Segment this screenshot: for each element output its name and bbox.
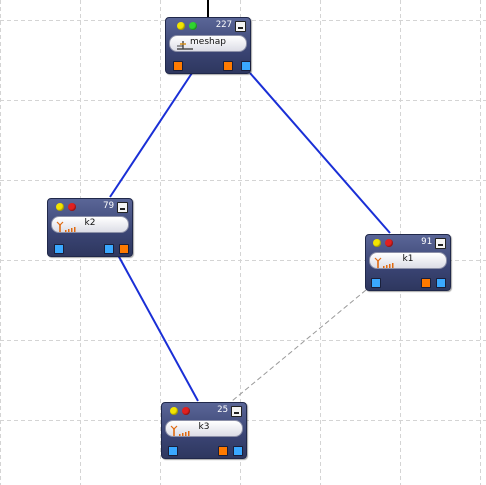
- minimize-icon[interactable]: [235, 21, 246, 32]
- port-icon[interactable]: [233, 446, 243, 456]
- status-led-icon: [373, 239, 381, 247]
- node-label-pill[interactable]: k1: [369, 252, 447, 269]
- link-meshap-k1[interactable]: [249, 72, 391, 234]
- port-icon[interactable]: [104, 244, 114, 254]
- minimize-icon[interactable]: [231, 406, 242, 417]
- status-led-icon: [177, 22, 185, 30]
- status-led-icon: [182, 407, 190, 415]
- node-count: 25: [217, 405, 228, 415]
- link-meshap-k2[interactable]: [109, 72, 193, 198]
- status-led-icon: [170, 407, 178, 415]
- node-name: meshap: [190, 37, 226, 47]
- port-icon[interactable]: [173, 61, 183, 71]
- node-k2[interactable]: 79 k2: [47, 198, 133, 257]
- node-name: k3: [198, 422, 210, 432]
- port-icon[interactable]: [241, 61, 251, 71]
- port-icon[interactable]: [371, 278, 381, 288]
- node-count: 91: [421, 237, 432, 247]
- minimize-icon[interactable]: [117, 202, 128, 213]
- port-icon[interactable]: [223, 61, 233, 71]
- port-icon[interactable]: [54, 244, 64, 254]
- status-led-icon: [189, 22, 197, 30]
- node-meshap[interactable]: 227 meshap: [165, 17, 251, 74]
- node-count: 79: [103, 201, 114, 211]
- node-label-pill[interactable]: meshap: [169, 35, 247, 52]
- link-k1-k3[interactable]: [231, 289, 367, 402]
- tower-icon: [174, 37, 196, 50]
- node-k1[interactable]: 91 k1: [365, 234, 451, 291]
- node-label-pill[interactable]: k2: [51, 216, 129, 233]
- port-icon[interactable]: [436, 278, 446, 288]
- status-led-icon: [56, 203, 64, 211]
- status-led-icon: [68, 203, 76, 211]
- port-icon[interactable]: [168, 446, 178, 456]
- status-led-icon: [385, 239, 393, 247]
- node-name: k2: [84, 218, 96, 228]
- node-label-pill[interactable]: k3: [165, 420, 243, 437]
- link-k2-k3[interactable]: [117, 254, 199, 402]
- node-name: k1: [402, 254, 414, 264]
- port-icon[interactable]: [421, 278, 431, 288]
- signal-icon: [56, 218, 78, 232]
- signal-icon: [374, 254, 396, 268]
- node-k3[interactable]: 25 k3: [161, 402, 247, 459]
- signal-icon: [170, 422, 192, 436]
- minimize-icon[interactable]: [435, 238, 446, 249]
- port-icon[interactable]: [119, 244, 129, 254]
- port-icon[interactable]: [218, 446, 228, 456]
- node-count: 227: [215, 20, 232, 30]
